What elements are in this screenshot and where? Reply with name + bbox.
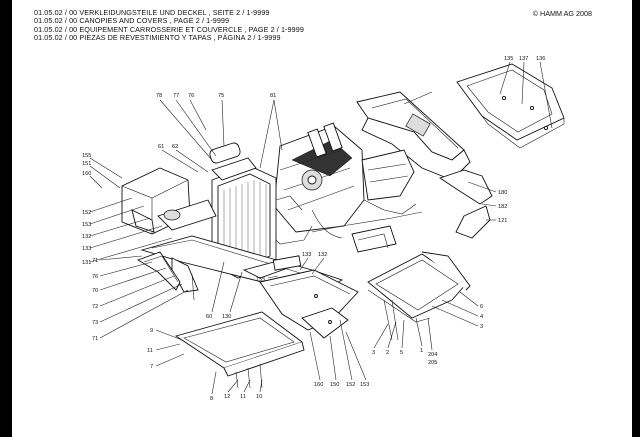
callout-153b: 153 [360, 382, 369, 388]
callout-labels: 135 137 136 78 77 76 75 81 61 62 155 151… [82, 56, 545, 402]
callout-150: 150 [330, 382, 339, 388]
callout-131: 131 [82, 260, 91, 266]
callout-8: 8 [210, 396, 213, 402]
callout-130: 130 [222, 314, 231, 320]
callout-133: 133 [82, 246, 91, 252]
callout-12: 12 [224, 394, 230, 400]
callout-9: 9 [150, 328, 153, 334]
callout-137: 137 [519, 56, 528, 62]
callout-133b: 133 [302, 252, 311, 258]
callout-81: 81 [270, 93, 276, 99]
exploded-parts-diagram: 135 137 136 78 77 76 75 81 61 62 155 151… [82, 56, 565, 402]
leader-lines [89, 61, 553, 395]
callout-76b: 76 [92, 274, 98, 280]
bottom-tray-part [174, 311, 305, 389]
callout-78: 78 [156, 93, 162, 99]
callout-205: 205 [428, 360, 437, 366]
callout-10: 10 [256, 394, 262, 400]
main-frame-part [356, 91, 493, 239]
left-cover-part [121, 167, 217, 235]
callout-121: 121 [498, 218, 507, 224]
callout-77: 77 [173, 93, 179, 99]
title-block: 01.05.02 / 00 VERKLEIDUNGSTEILE UND DECK… [34, 8, 304, 42]
callout-136: 136 [536, 56, 545, 62]
callout-153: 153 [82, 222, 91, 228]
right-floor-plate-part [367, 251, 471, 341]
callout-132: 132 [82, 234, 91, 240]
callout-1: 1 [420, 348, 423, 354]
callout-62: 62 [172, 144, 178, 150]
callout-5: 5 [400, 350, 403, 356]
callout-6: 6 [480, 304, 483, 310]
step-plate-part [259, 269, 359, 339]
callout-7: 7 [150, 364, 153, 370]
callout-4: 4 [480, 314, 483, 320]
callout-75: 75 [218, 93, 224, 99]
callout-73: 73 [92, 320, 98, 326]
callout-151: 151 [82, 161, 91, 167]
callout-70: 70 [92, 288, 98, 294]
callout-76: 76 [188, 93, 194, 99]
callout-155: 155 [82, 153, 91, 159]
callout-152: 152 [82, 210, 91, 216]
copyright-notice: © HAMM AG 2008 [532, 9, 592, 18]
callout-135: 135 [504, 56, 513, 62]
callout-11a: 11 [147, 348, 153, 354]
rear-canopy-part [456, 63, 565, 149]
callout-160b: 160 [314, 382, 323, 388]
parts-catalog-page: 01.05.02 / 00 VERKLEIDUNGSTEILE UND DECK… [12, 0, 632, 437]
callout-155b: 155 [256, 277, 265, 283]
callout-71a: 71 [92, 258, 98, 264]
callout-3b: 3 [480, 324, 483, 330]
callout-160: 160 [82, 171, 91, 177]
callout-72: 72 [92, 304, 98, 310]
title-line-es: 01.05.02 / 00 PIEZAS DE REVESTIMIENTO Y … [34, 32, 281, 42]
title-line-fr: 01.05.02 / 00 EQUIPEMENT CARROSSERIE ET … [34, 24, 304, 34]
callout-152b: 152 [346, 382, 355, 388]
title-line-de: 01.05.02 / 00 VERKLEIDUNGSTEILE UND DECK… [34, 8, 270, 17]
engine-part [261, 122, 417, 245]
callout-61: 61 [158, 144, 164, 150]
callout-11b: 11 [240, 394, 246, 400]
callout-3a: 3 [372, 350, 375, 356]
callout-180: 180 [498, 190, 507, 196]
callout-60: 60 [206, 314, 212, 320]
callout-182: 182 [498, 204, 507, 210]
callout-132b: 132 [318, 252, 327, 258]
callout-71b: 71 [92, 336, 98, 342]
title-line-en: 01.05.02 / 00 CANOPIES AND COVERS , PAGE… [34, 16, 230, 26]
callout-2: 2 [386, 350, 389, 356]
callout-204: 204 [428, 352, 437, 358]
